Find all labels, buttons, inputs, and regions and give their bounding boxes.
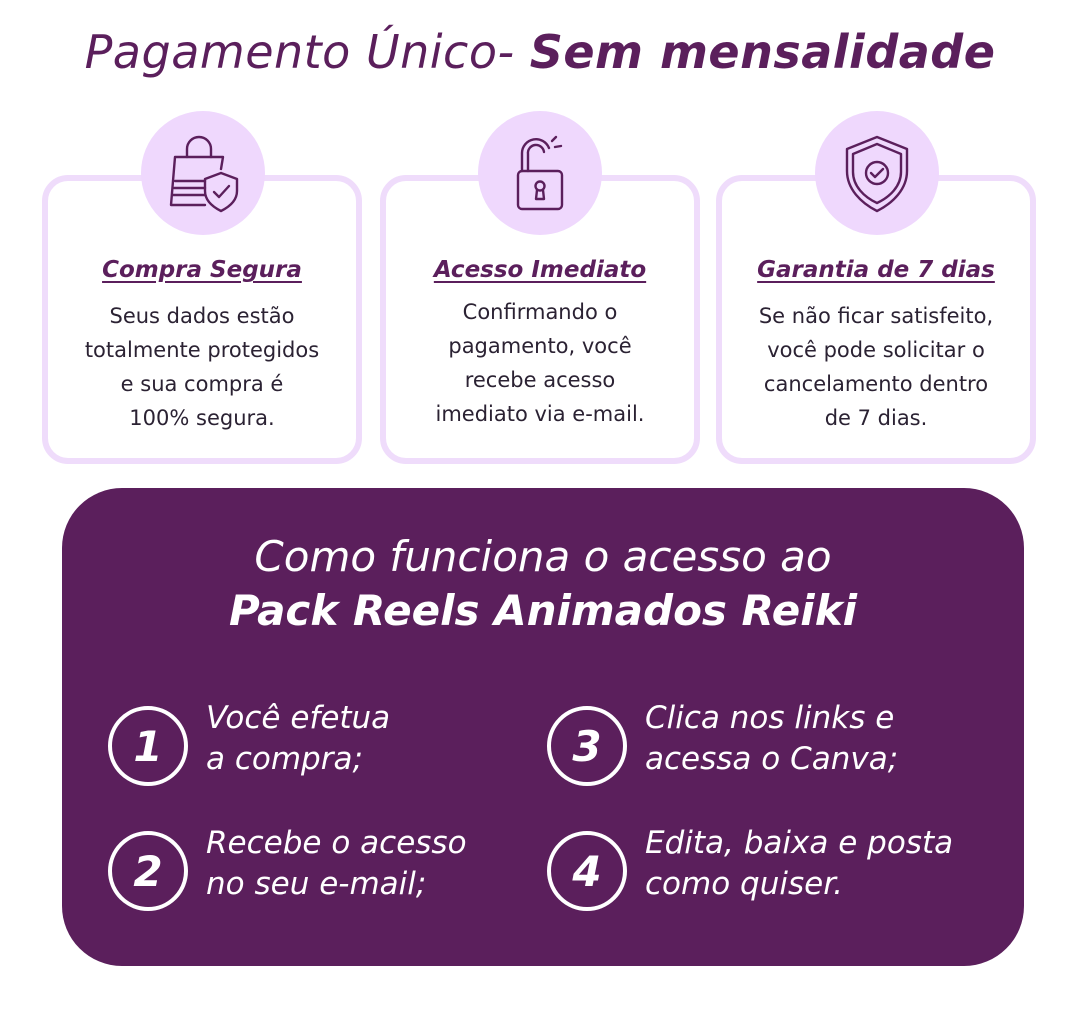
step-number: 1	[108, 706, 188, 786]
step-item: 4 Edita, baixa e posta como quiser.	[547, 823, 1007, 913]
page-title: Pagamento Único- Sem mensalidade	[0, 22, 1080, 82]
feature-title: Acesso Imediato	[433, 257, 647, 283]
feature-description-line: cancelamento dentro	[763, 372, 989, 396]
feature-description-line: Seus dados estão	[109, 304, 295, 328]
page-title-bold: Sem mensalidade	[529, 25, 996, 79]
feature-description: Seus dados estão totalmente protegidos e…	[62, 299, 342, 435]
feature-description-line: você pode solicitar o	[767, 338, 985, 362]
feature-description-line: 100% segura.	[129, 406, 275, 430]
how-access-works-panel: Como funciona o acesso ao Pack Reels Ani…	[62, 488, 1024, 966]
feature-card-guarantee: Garantia de 7 dias Se não ficar satisfei…	[716, 175, 1036, 464]
feature-description-line: Confirmando o	[462, 300, 618, 324]
step-text-line: Edita, baixa e posta	[645, 825, 954, 861]
feature-description-line: Se não ficar satisfeito,	[758, 304, 994, 328]
step-item: 1 Você efetua a compra;	[108, 698, 568, 788]
feature-title: Compra Segura	[102, 257, 302, 283]
shopping-bag-shield-icon	[169, 135, 239, 213]
feature-icon-badge	[478, 111, 602, 235]
step-text-line: Você efetua	[206, 700, 391, 736]
step-text-line: no seu e-mail;	[206, 866, 427, 902]
feature-description: Se não ficar satisfeito, você pode solic…	[736, 299, 1016, 435]
feature-icon-badge	[815, 111, 939, 235]
step-number: 4	[547, 831, 627, 911]
step-text: Você efetua a compra;	[206, 698, 566, 780]
step-text: Recebe o acesso no seu e-mail;	[206, 823, 566, 905]
feature-description-line: e sua compra é	[120, 372, 284, 396]
feature-description-line: totalmente protegidos	[84, 338, 320, 362]
step-item: 3 Clica nos links e acessa o Canva;	[547, 698, 1007, 788]
feature-description-line: recebe acesso	[464, 368, 616, 392]
step-text-line: Recebe o acesso	[206, 825, 467, 861]
step-text: Clica nos links e acessa o Canva;	[645, 698, 1005, 780]
feature-description-line: de 7 dias.	[824, 406, 928, 430]
feature-icon-badge	[141, 111, 265, 235]
step-number: 3	[547, 706, 627, 786]
step-text-line: acessa o Canva;	[645, 741, 899, 777]
step-text-line: Clica nos links e	[645, 700, 895, 736]
feature-title: Garantia de 7 dias	[757, 257, 995, 283]
panel-title-product: Pack Reels Animados Reiki	[228, 586, 858, 635]
page-title-light: Pagamento Único-	[84, 25, 515, 79]
step-number: 2	[108, 831, 188, 911]
feature-description-line: imediato via e-mail.	[435, 402, 645, 426]
open-padlock-icon	[516, 135, 564, 211]
feature-description: Confirmando o pagamento, você recebe ace…	[400, 295, 680, 431]
panel-title-line1: Como funciona o acesso ao	[254, 532, 832, 581]
feature-description-line: pagamento, você	[448, 334, 632, 358]
step-text-line: como quiser.	[645, 866, 843, 902]
step-text-line: a compra;	[206, 741, 363, 777]
step-text: Edita, baixa e posta como quiser.	[645, 823, 1005, 905]
shield-check-icon	[845, 135, 909, 213]
step-item: 2 Recebe o acesso no seu e-mail;	[108, 823, 568, 913]
